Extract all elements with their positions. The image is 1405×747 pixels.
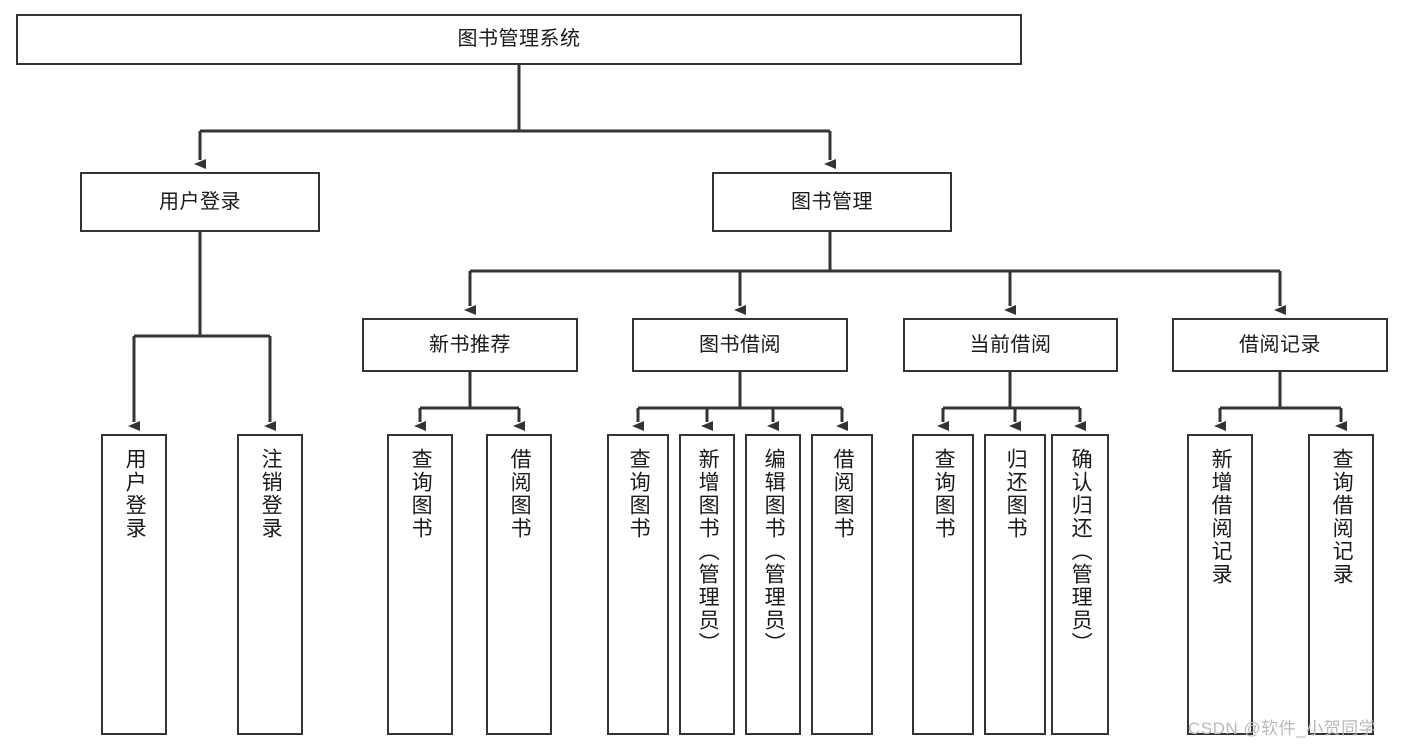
leaf-node[interactable]: 借阅图书	[486, 434, 552, 735]
leaf-node[interactable]: 查询图书	[607, 434, 669, 735]
leaf-node-label: 查询图书	[932, 448, 956, 540]
leaf-node-label: 新增借阅记录	[1209, 448, 1233, 586]
leaf-node[interactable]: 查询图书	[912, 434, 974, 735]
leaf-node-label: 用户登录	[123, 448, 147, 540]
leaf-node-label: 查询图书	[627, 448, 651, 540]
node-level3-book-borrow-label: 图书借阅	[699, 333, 781, 356]
node-level3-current-borrow[interactable]: 当前借阅	[903, 318, 1118, 372]
leaf-node-label: 查询借阅记录	[1330, 448, 1354, 586]
node-level2-book-management[interactable]: 图书管理	[712, 172, 952, 232]
leaf-node-label: 借阅图书	[508, 448, 532, 540]
node-level2-user-login[interactable]: 用户登录	[80, 172, 320, 232]
node-root[interactable]: 图书管理系统	[16, 14, 1022, 65]
leaf-node[interactable]: 用户登录	[101, 434, 167, 735]
node-level2-user-login-label: 用户登录	[159, 190, 241, 213]
leaf-node[interactable]: 确认归还（管理员）	[1051, 434, 1109, 735]
node-level3-current-borrow-label: 当前借阅	[969, 333, 1052, 356]
node-level2-book-management-label: 图书管理	[791, 190, 873, 213]
leaf-node[interactable]: 归还图书	[984, 434, 1046, 735]
leaf-node[interactable]: 新增图书（管理员）	[679, 434, 735, 735]
leaf-node[interactable]: 查询图书	[387, 434, 453, 735]
node-level3-new-book-recommend-label: 新书推荐	[429, 333, 511, 356]
leaf-node[interactable]: 编辑图书（管理员）	[745, 434, 801, 735]
leaf-node-label: 查询图书	[409, 448, 433, 540]
node-level3-borrow-record[interactable]: 借阅记录	[1172, 318, 1388, 372]
node-level3-new-book-recommend[interactable]: 新书推荐	[362, 318, 578, 372]
leaf-node[interactable]: 注销登录	[237, 434, 303, 735]
leaf-node-label: 编辑图书（管理员）	[762, 448, 786, 655]
leaf-node[interactable]: 借阅图书	[811, 434, 873, 735]
leaf-node-label: 确认归还（管理员）	[1069, 448, 1093, 655]
leaf-node-label: 注销登录	[259, 448, 283, 540]
node-root-label: 图书管理系统	[457, 28, 581, 50]
node-level3-book-borrow[interactable]: 图书借阅	[632, 318, 848, 372]
leaf-node-label: 借阅图书	[831, 448, 855, 540]
leaf-node[interactable]: 查询借阅记录	[1308, 434, 1374, 735]
leaf-node-label: 新增图书（管理员）	[696, 448, 720, 655]
leaf-node[interactable]: 新增借阅记录	[1187, 434, 1253, 735]
node-level3-borrow-record-label: 借阅记录	[1239, 333, 1321, 356]
leaf-node-label: 归还图书	[1004, 448, 1028, 540]
